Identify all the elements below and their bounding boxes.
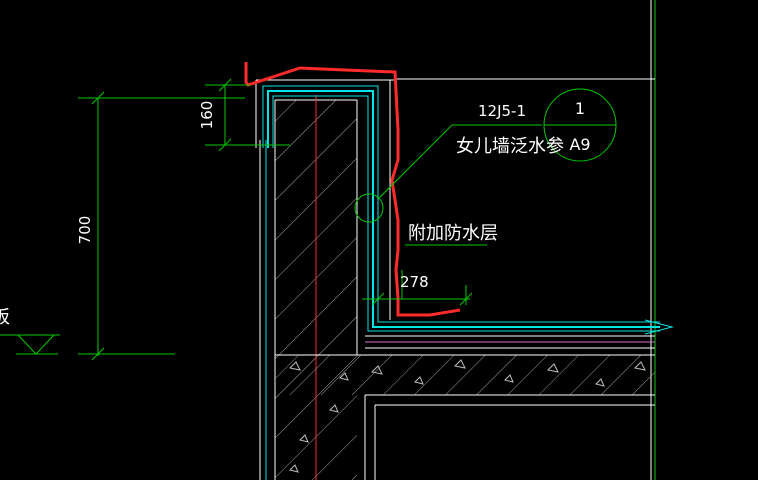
- dimension-700: [78, 91, 245, 361]
- roof-slab: [275, 354, 655, 480]
- waterproof-layer-label: 附加防水层: [408, 223, 498, 244]
- sheet-number: A9: [569, 135, 590, 154]
- concrete-aggregate-marks: [288, 359, 646, 473]
- detail-number: 1: [575, 99, 585, 118]
- dimension-160-label: 160: [198, 101, 216, 130]
- edge-text: 板: [0, 307, 10, 328]
- reference-caption: 女儿墙泛水参: [456, 136, 564, 157]
- level-marker: [0, 334, 60, 355]
- roof-layers: [365, 335, 655, 349]
- atlas-code: 12J5-1: [478, 102, 526, 120]
- parapet-cap-line: [255, 79, 395, 320]
- dimension-278-label: 278: [400, 273, 429, 291]
- parapet-wall: [274, 95, 358, 480]
- dimension-700-label: 700: [76, 216, 94, 245]
- detail-reference-leader: [354, 88, 617, 223]
- right-boundary-lines: [650, 0, 656, 480]
- red-highlight-outline: [244, 62, 461, 317]
- dimension-278: [362, 270, 473, 306]
- dimension-160: [205, 78, 290, 152]
- waterproof-membrane: [262, 85, 674, 335]
